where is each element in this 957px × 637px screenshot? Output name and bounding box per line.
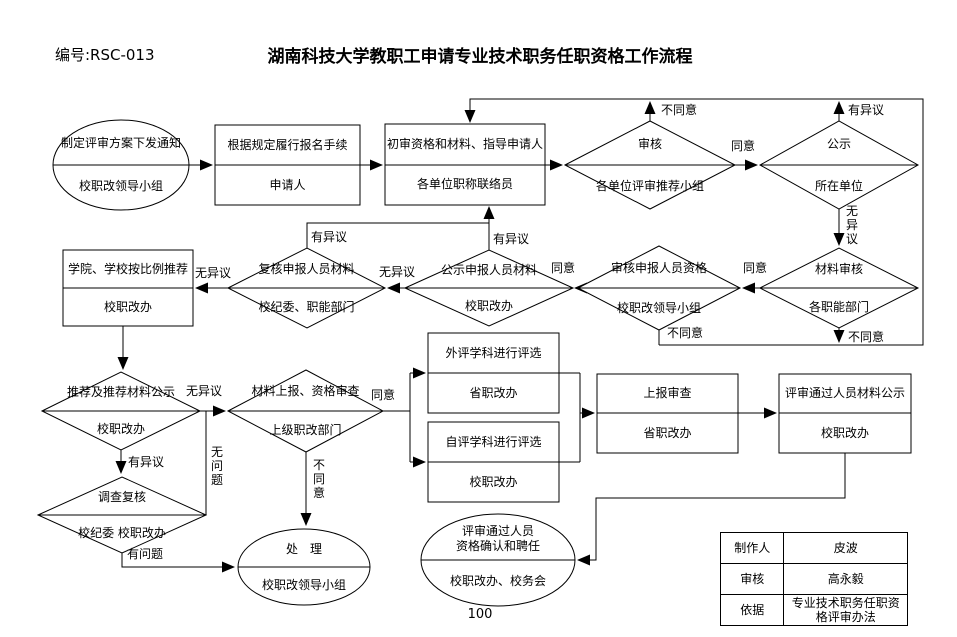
document-code: 编号:RSC-013 — [55, 46, 155, 64]
info-value-basis: 专业技术职务任职资格评审办法 — [783, 594, 908, 626]
page-number: 100 — [467, 607, 493, 622]
table-row: 制作人 皮波 — [719, 532, 908, 564]
edge-label-disagree-qualification: 不同意 — [667, 326, 704, 340]
edge-label-objection-recommend: 有异议 — [128, 455, 165, 469]
edge-label-disagree-submit: 不同意 — [312, 458, 325, 500]
edge-label-has-problem: 有问题 — [127, 547, 164, 561]
page-title: 湖南科技大学教职工申请专业技术职务任职资格工作流程 — [267, 47, 693, 67]
edge-disagree-feedback-bus — [464, 98, 924, 346]
edge-label-no-objection-recommend: 无异议 — [186, 384, 223, 398]
edge-label-agree-row1: 同意 — [731, 139, 756, 153]
table-row: 审核 高永毅 — [719, 563, 908, 595]
edge-label-disagree-top: 不同意 — [661, 103, 698, 117]
table-row: 依据 专业技术职务任职资格评审办法 — [719, 594, 908, 626]
edge-pass-to-confirm — [577, 453, 846, 566]
edge-label-agree-material-audit: 同意 — [743, 261, 768, 275]
edge-label-no-objection-recheck: 无异议 — [195, 266, 232, 280]
edge-label-objection-top: 有异议 — [848, 103, 885, 117]
info-table: 制作人 皮波 审核 高永毅 依据 专业技术职务任职资格评审办法 — [719, 532, 908, 626]
edge-investigate-has-problem — [121, 553, 235, 573]
info-label-basis: 依据 — [719, 594, 785, 626]
edge-objection-mid-bus — [306, 222, 489, 248]
edge-label-no-problem: 无问题 — [210, 445, 223, 487]
edge-label-objection-recheck: 有异议 — [311, 230, 348, 244]
edge-label-no-objection-material-publicity: 无异议 — [379, 265, 416, 279]
edge-label-agree-qualification: 同意 — [551, 261, 576, 275]
edge-label-agree-submit: 同意 — [371, 388, 396, 402]
info-value-auditor: 高永毅 — [783, 563, 908, 595]
edge-label-objection-material-publicity: 有异议 — [493, 232, 530, 246]
edge-label-no-objection-down: 无异议 — [845, 204, 858, 246]
info-value-maker: 皮波 — [783, 532, 908, 564]
info-label-auditor: 审核 — [719, 563, 785, 595]
edge-label-disagree-material-audit: 不同意 — [848, 330, 885, 344]
info-label-maker: 制作人 — [719, 532, 785, 564]
